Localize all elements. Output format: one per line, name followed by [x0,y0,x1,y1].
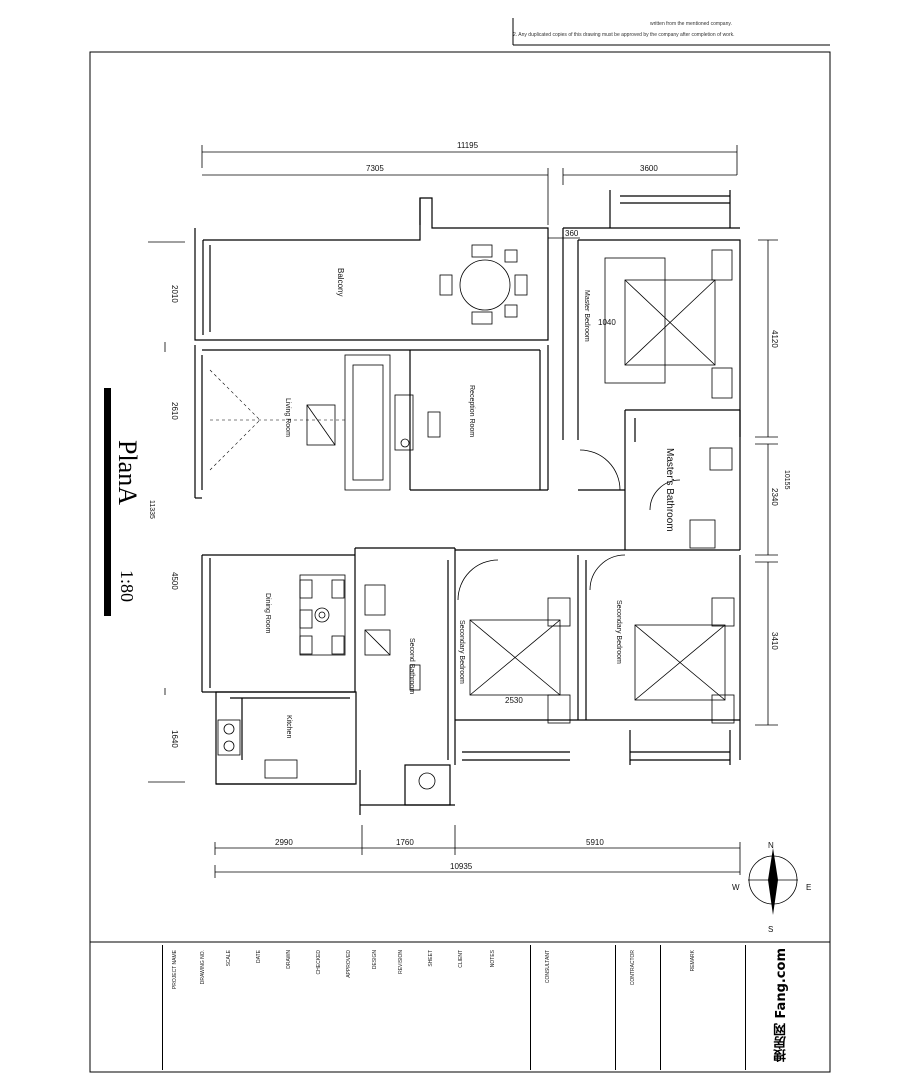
dim-inner-2530: 2530 [505,696,523,705]
plan-title: PlanA [113,440,142,505]
header-note-1: written from the mentioned company. [650,21,732,27]
brand-logo: 搜房网 Fang.com [772,948,791,1062]
title-block-text: REVISION [398,950,404,974]
master-bed-icon [604,249,733,399]
dim-bottom-3: 5910 [586,838,604,847]
dim-inner-1040: 1040 [598,318,616,327]
title-block-divider [615,945,616,1070]
title-block-text: APPROVED [346,950,352,978]
label-balcony: Balcony [336,268,345,296]
dim-right-2: 2340 [770,488,779,506]
dim-left-5: 1640 [170,730,179,748]
label-kitchen: Kitchen [285,715,292,738]
label-secondary-bedroom-1: Secondary Bedroom [458,620,465,684]
title-block-text: SCALE [226,950,232,967]
title-block-text: CONTRACTOR [630,950,636,986]
title-block-divider [530,945,531,1070]
desk-icon [394,394,441,451]
dim-right-1: 4120 [770,330,779,348]
brand-name: 搜房网 [774,1023,789,1063]
compass-e: E [806,883,811,892]
title-block-text: PROJECT NAME [172,950,178,990]
dim-top-small: 360 [565,229,579,238]
sofa-icon [306,354,391,491]
title-block-text: DESIGN [372,950,378,970]
label-dining: Dining Room [264,593,271,634]
dim-right-4: 3410 [770,632,779,650]
label-master-bathroom: Master's Bathroom [664,448,675,532]
title-block-text: NOTES [490,950,496,968]
secondary-bed-icon-2 [457,554,735,724]
title-block-text: SHEET [428,950,434,967]
dim-left-1: 2010 [170,285,179,303]
second-bath-fixtures-icon [364,584,421,691]
compass-icon [748,848,798,915]
round-table-icon [439,244,528,325]
dim-top-overall: 11195 [457,141,479,150]
dim-bottom-overall: 10935 [450,862,473,871]
title-block-divider [660,945,661,1070]
title-block-text: CONSULTANT [545,950,551,984]
dim-top-right: 3600 [640,164,658,173]
label-living: Living Room [284,398,291,437]
title-block-text: DRAWN [286,950,292,969]
dim-top-left: 7305 [366,164,384,173]
title-block-text: REMARK [690,950,696,972]
dim-right-3: 10155 [783,470,790,490]
brand-domain: Fang.com [774,948,789,1019]
title-block-text: CLIENT [458,950,464,968]
dim-bottom-1: 2990 [275,838,293,847]
plan-scale: 1:80 [117,570,137,603]
compass-s: S [768,925,773,934]
dining-table-icon [299,574,346,656]
bath-fixtures-icon [579,447,733,549]
title-block-text: DATE [256,950,262,963]
compass-w: W [732,883,740,892]
label-secondary-bedroom-2: Secondary Bedroom [615,600,622,664]
title-block-divider [745,945,746,1070]
header-note-2: 2. Any duplicated copies of this drawing… [513,32,735,38]
label-master-bedroom: Master Bedroom [583,290,590,342]
dim-left-2: 2610 [170,402,179,420]
label-reception: Reception Room [468,385,475,437]
title-block-divider [162,945,163,1070]
secondary-bed-icon-1 [469,597,571,724]
dim-left-3: 11335 [148,500,155,519]
dim-left-4: 4500 [170,572,179,590]
title-block-text: CHECKED [316,950,322,975]
dim-bottom-2: 1760 [396,838,414,847]
label-second-bathroom: Second Bathroom [408,638,415,694]
title-block-text: DRAWING NO. [200,950,206,985]
compass-n: N [768,841,774,850]
stove-icon [217,719,436,790]
